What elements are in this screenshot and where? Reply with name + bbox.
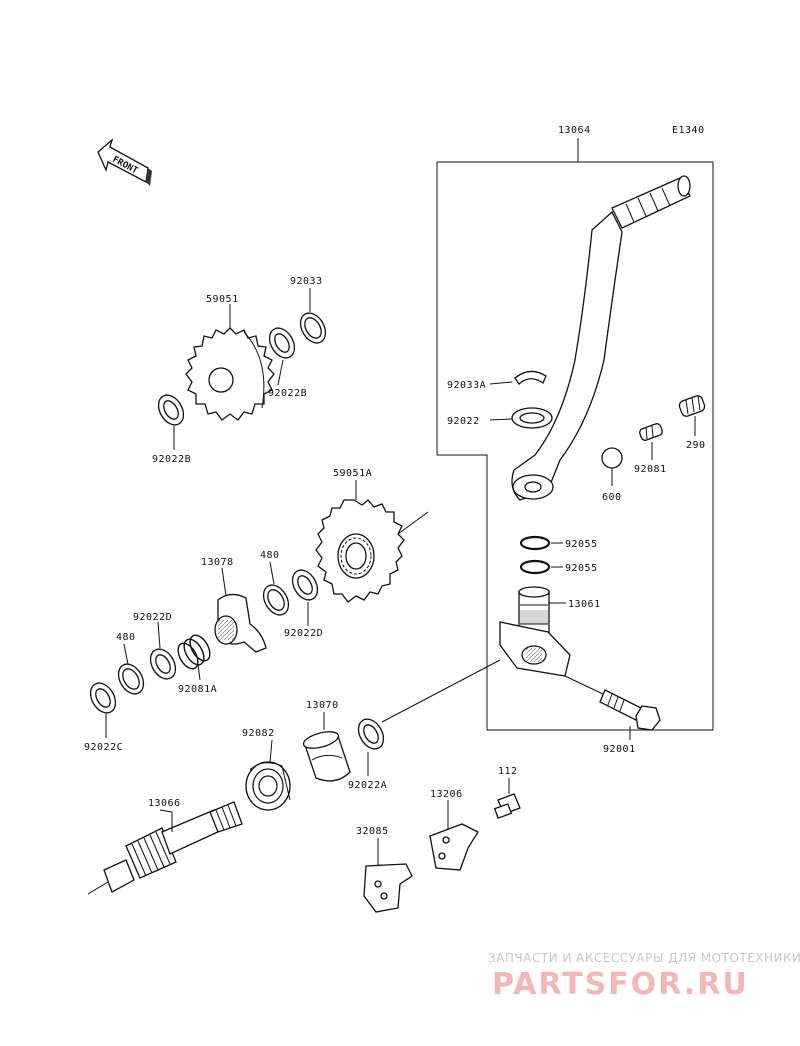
washer-92022D-upper: 92022D — [284, 569, 323, 639]
ball-600: 600 — [601, 447, 623, 503]
plate-32085: 32085 — [356, 826, 413, 913]
label-92022A: 92022A — [348, 780, 387, 791]
label-92081A: 92081A — [178, 684, 217, 695]
label-92022C: 92022C — [84, 742, 123, 753]
spring-92081A: 92081A — [177, 634, 217, 695]
watermark-tagline: ЗАПЧАСТИ И АКСЕССУАРЫ ДЛЯ МОТОТЕХНИКИ — [488, 951, 800, 965]
pedal-boss-13061: 13061 — [499, 586, 601, 677]
label-13070: 13070 — [306, 700, 339, 711]
label-92033: 92033 — [290, 276, 323, 287]
label-13206: 13206 — [430, 789, 463, 800]
bolt-112: 112 — [493, 766, 521, 819]
label-59051A: 59051A — [333, 468, 372, 479]
plate-13206: 13206 — [429, 789, 479, 871]
label-600: 600 — [602, 492, 622, 503]
spring-290: 290 — [678, 395, 706, 451]
label-92022D-lower: 92022D — [133, 612, 172, 623]
washer-92022: 92022 — [447, 407, 553, 429]
label-13066: 13066 — [148, 798, 181, 809]
front-arrow-icon: FRONT — [97, 138, 152, 186]
bolt-92001: 92001 — [564, 675, 661, 755]
ring-480-lower: 480 — [116, 632, 145, 695]
diagram-code: E1340 — [672, 125, 705, 136]
watermark: ЗАПЧАСТИ И АКСЕССУАРЫ ДЛЯ МОТОТЕХНИКИ PA… — [488, 951, 800, 1002]
collar-13070: 13070 — [302, 700, 351, 782]
label-92033A: 92033A — [447, 380, 486, 391]
label-92055-upper: 92055 — [565, 539, 598, 550]
spring-92081: 92081 — [634, 423, 667, 475]
kick-pedal-lever — [511, 175, 691, 501]
assembly-bracket-13064: 13064 — [436, 125, 714, 731]
washer-92022B-upper: 92022B — [268, 327, 307, 399]
kick-shaft-13066: 13066 — [87, 798, 243, 895]
label-92022: 92022 — [447, 416, 480, 427]
label-13061: 13061 — [568, 599, 601, 610]
gear-59051: 59051 — [185, 294, 275, 421]
washer-92022C: 92022C — [84, 682, 123, 753]
label-13078: 13078 — [201, 557, 234, 568]
circlip-92033A: 92033A — [447, 370, 547, 391]
gear-59051A: 59051A — [315, 468, 429, 603]
washer-92022B-lower: 92022B — [152, 394, 191, 465]
label-92022D-upper: 92022D — [284, 628, 323, 639]
label-92001: 92001 — [603, 744, 636, 755]
ring-480-upper: 480 — [260, 550, 290, 616]
pedal-grip — [611, 175, 691, 229]
washer-92022A: 92022A — [348, 659, 501, 791]
label-112: 112 — [498, 766, 518, 777]
label-32085: 32085 — [356, 826, 389, 837]
washer-92022D-lower: 92022D — [133, 612, 177, 680]
label-92082: 92082 — [242, 728, 275, 739]
label-92081: 92081 — [634, 464, 667, 475]
label-290: 290 — [686, 440, 706, 451]
spring-92082: 92082 — [242, 728, 291, 811]
o-ring-92055-upper: 92055 — [519, 535, 598, 551]
label-13064: 13064 — [558, 125, 591, 136]
ratchet-13078: 13078 — [201, 557, 267, 653]
label-92022B-lower: 92022B — [152, 454, 191, 465]
watermark-logo: PARTSFOR.RU — [492, 967, 749, 1002]
label-480-lower: 480 — [116, 632, 136, 643]
label-92022B-upper: 92022B — [268, 388, 307, 399]
label-92055-lower: 92055 — [565, 563, 598, 574]
washer-92033: 92033 — [290, 276, 327, 344]
o-ring-92055-lower: 92055 — [519, 559, 598, 575]
label-59051: 59051 — [206, 294, 239, 305]
label-480-upper: 480 — [260, 550, 280, 561]
